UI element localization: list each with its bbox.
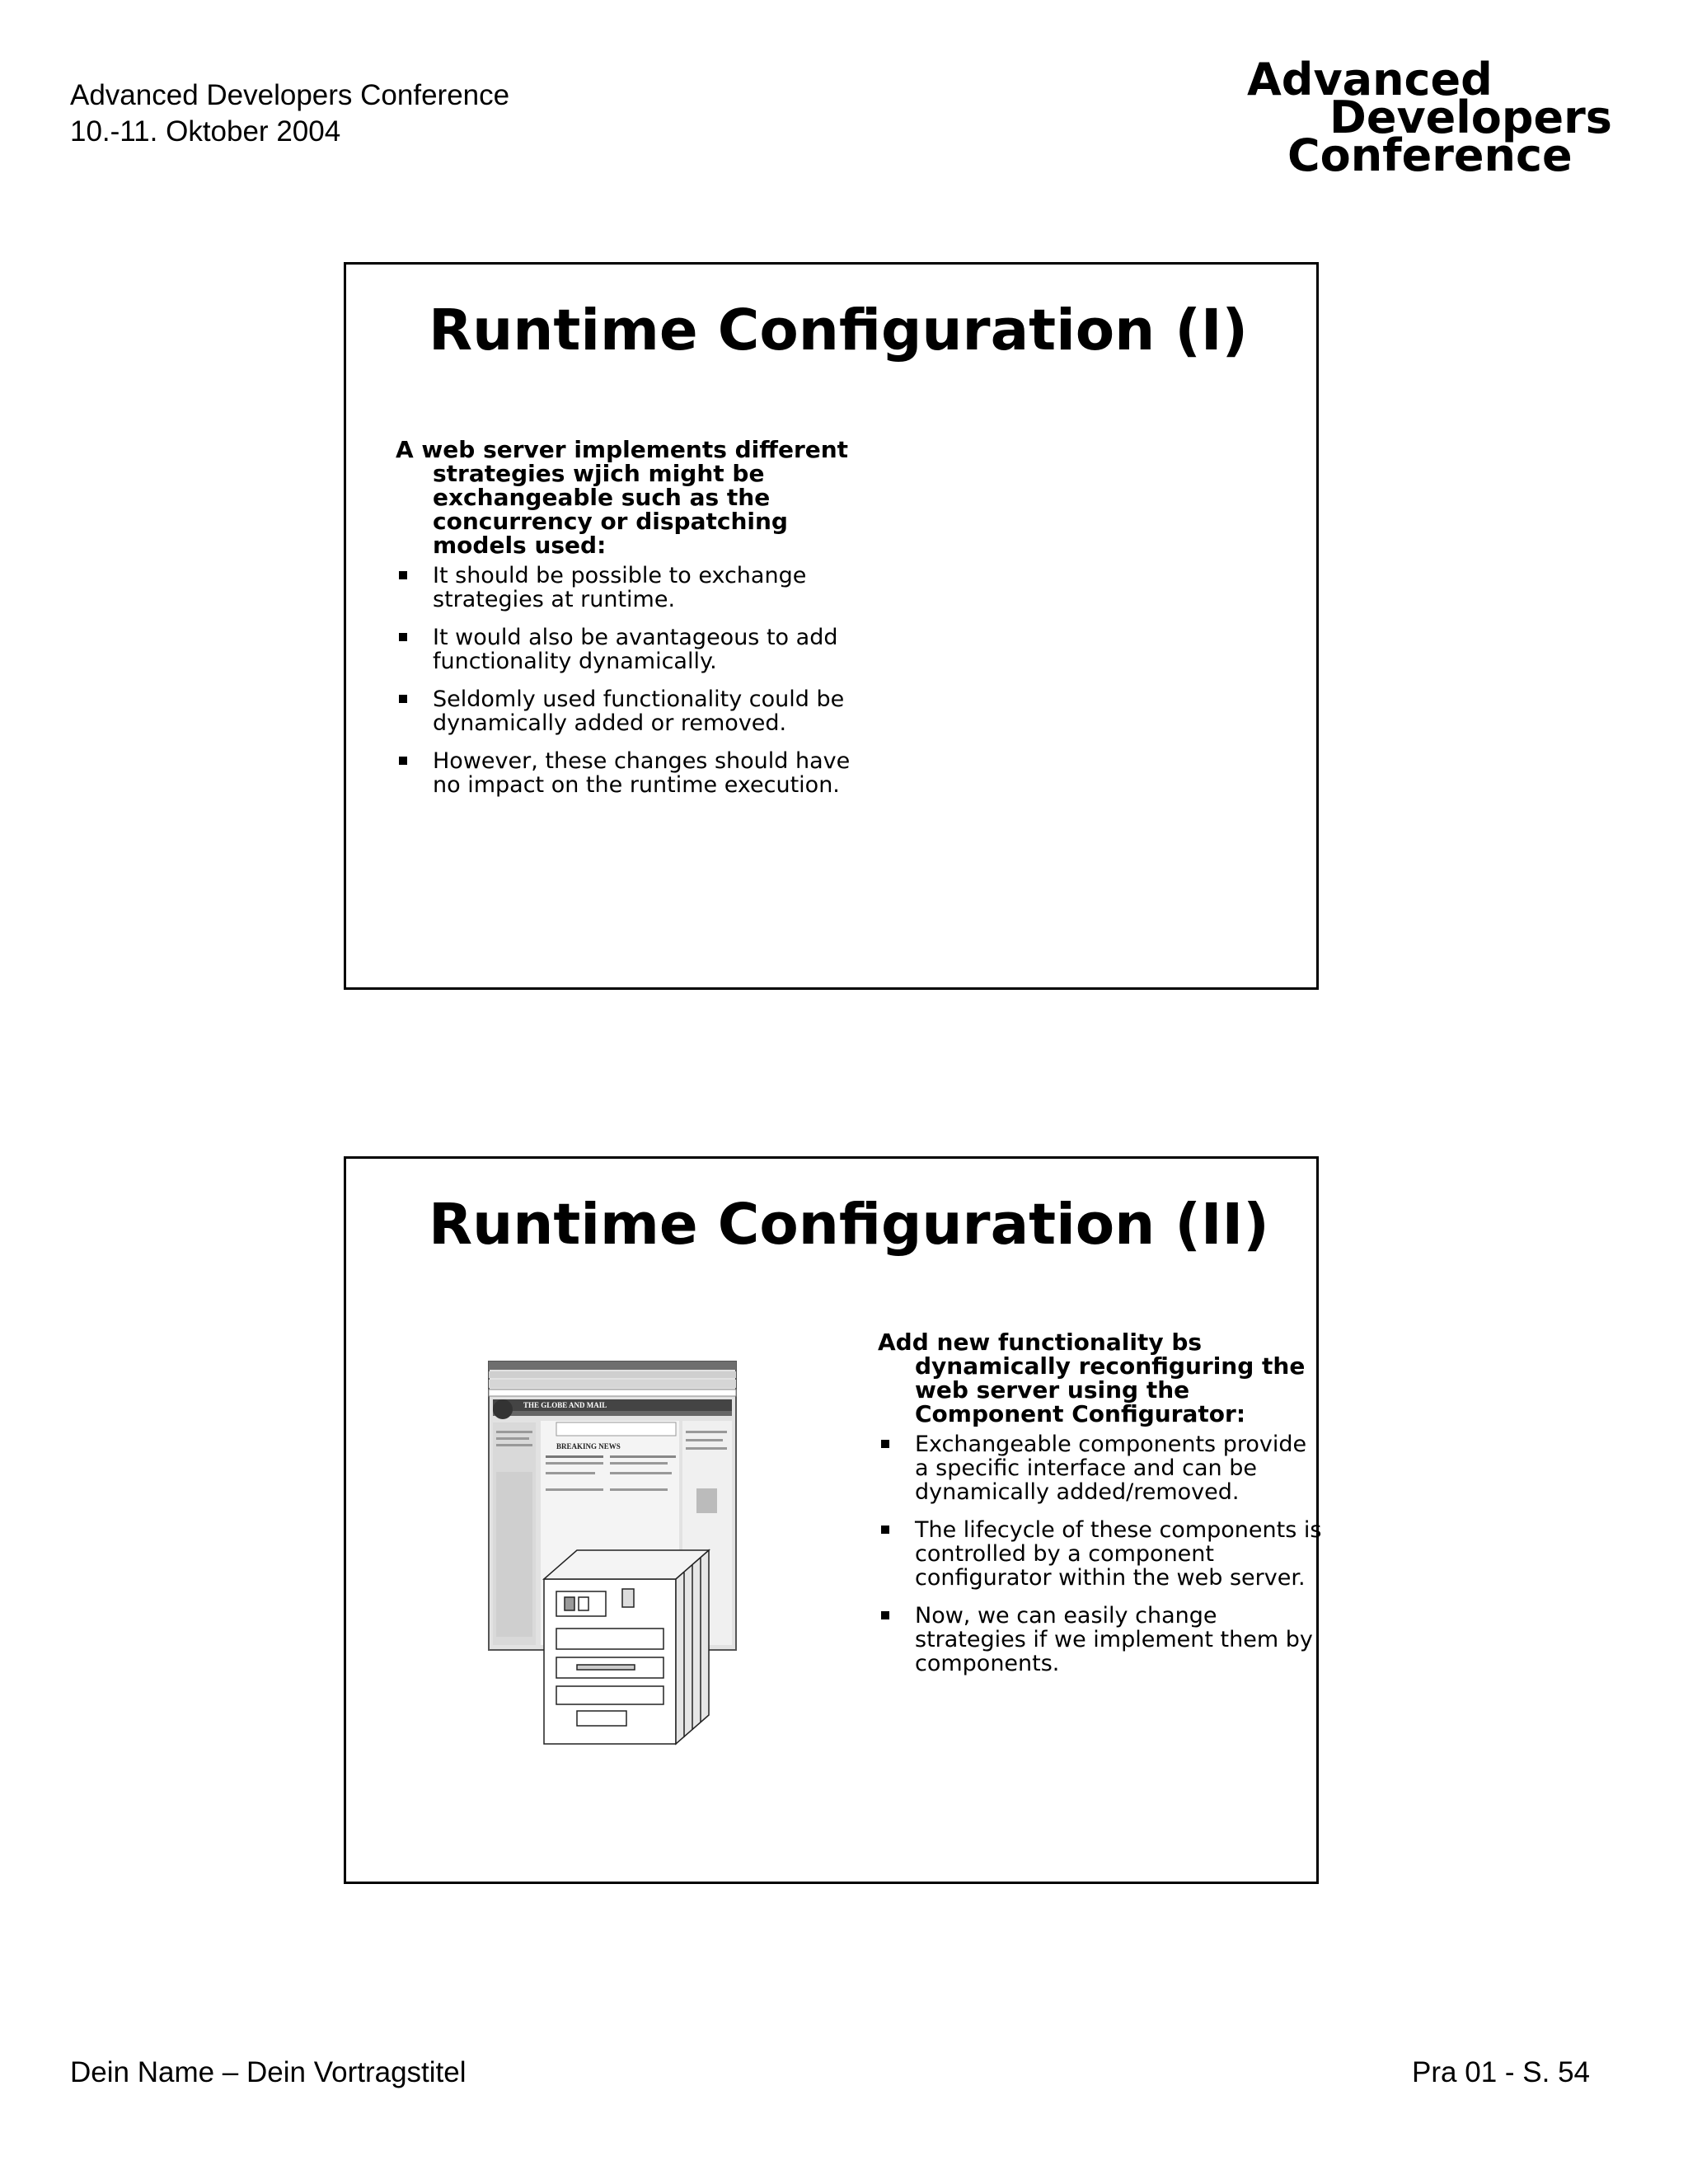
bullet-square-icon [399,633,407,641]
bullet-text: However, these changes should have no im… [433,748,851,798]
bullet-square-icon [881,1526,889,1534]
bullet-text: It should be possible to exchange strate… [433,563,807,612]
slide-runtime-configuration-1: Runtime Configuration (I) A web server i… [344,262,1319,990]
bullet-square-icon [881,1440,889,1448]
bullet-list: It should be possible to exchange strate… [396,564,857,797]
slide-content: Add new functionality bs dynamically rec… [878,1330,1327,1690]
bullet-item: Seldomly used functionality could be dyn… [396,687,857,735]
logo-line-1: Advanced [1247,54,1493,105]
section-heading: BREAKING NEWS [556,1442,621,1451]
bullet-text: Seldomly used functionality could be dyn… [433,687,845,736]
bullet-item: Now, we can easily change strategies if … [878,1604,1327,1675]
logo-line-3: Conference [1287,129,1573,181]
slide-lead-text: Add new functionality bs dynamically rec… [878,1329,1306,1427]
slide-title: Runtime Configuration (II) [429,1192,1269,1258]
browser-window-icon: THE GLOBE AND MAIL BREAKING NEWS [488,1361,737,1651]
header-text: Advanced Developers Conference 10.-11. O… [70,77,509,150]
slide-content: A web server implements different strate… [396,438,857,811]
slide-title: Runtime Configuration (I) [429,298,1249,363]
bullet-square-icon [399,571,407,579]
slide-runtime-configuration-2: Runtime Configuration (II) THE GLOBE AND… [344,1156,1321,1884]
bullet-text: It would also be avantageous to add func… [433,625,838,674]
bullet-item: However, these changes should have no im… [396,749,857,797]
logo-line-2: Developers [1329,91,1612,143]
web-server-illustration: THE GLOBE AND MAIL BREAKING NEWS [488,1361,737,1746]
newspaper-name: THE GLOBE AND MAIL [523,1401,607,1409]
header-conference-name: Advanced Developers Conference [70,79,510,111]
bullet-text: Now, we can easily change strategies if … [915,1603,1313,1676]
bullet-list: Exchangeable components provide a specif… [878,1432,1327,1675]
footer-author-title: Dein Name – Dein Vortragstitel [70,2056,467,2088]
bullet-square-icon [399,757,407,765]
bullet-square-icon [881,1611,889,1619]
footer-page-number: Pra 01 - S. 54 [1412,2056,1590,2088]
conference-logo: Advanced Developers Conference [1240,54,1628,185]
header-date: 10.-11. Oktober 2004 [70,115,341,148]
server-tower-icon [542,1549,710,1746]
bullet-text: Exchangeable components provide a specif… [915,1432,1307,1505]
bullet-item: It would also be avantageous to add func… [396,626,857,673]
slide-lead-text: A web server implements different strate… [396,436,849,559]
bullet-item: It should be possible to exchange strate… [396,564,857,612]
bullet-text: The lifecycle of these components is con… [915,1517,1322,1591]
bullet-item: Exchangeable components provide a specif… [878,1432,1327,1504]
bullet-square-icon [399,695,407,703]
bullet-item: The lifecycle of these components is con… [878,1518,1327,1590]
